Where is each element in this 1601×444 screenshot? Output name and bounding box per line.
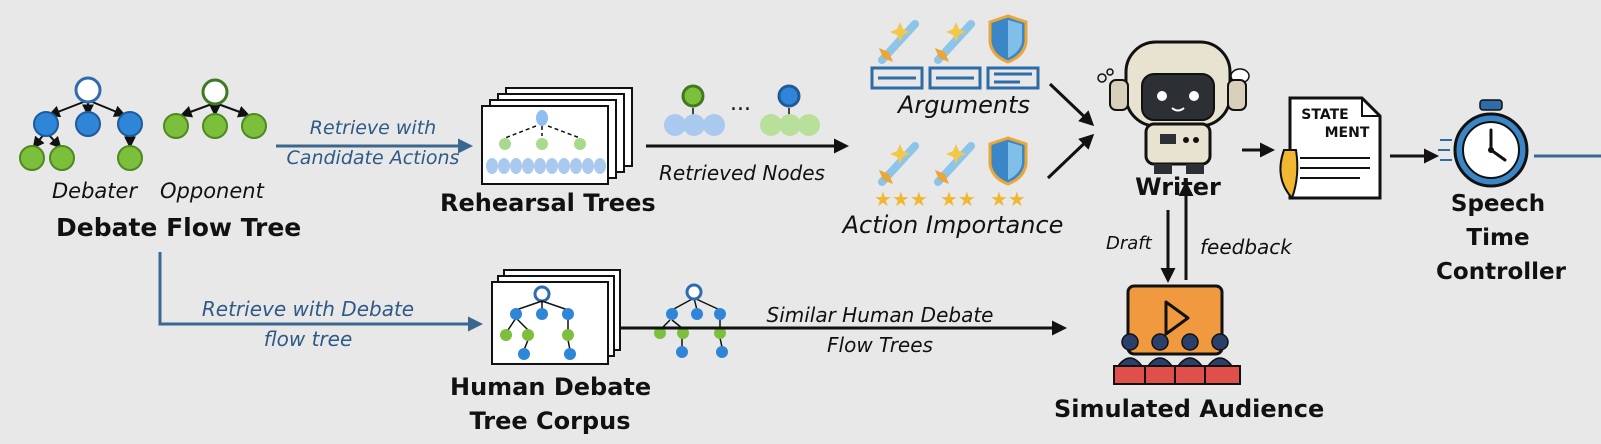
retrieved-nodes-icon xyxy=(664,84,820,136)
retrieve-candidate-label-2: Candidate Actions xyxy=(286,147,460,169)
human-corpus-title-1: Human Debate xyxy=(450,373,652,401)
arguments-icons xyxy=(870,14,1040,90)
ellipsis-label: ... xyxy=(730,91,751,116)
svg-text:★★★: ★★★ xyxy=(874,187,928,211)
arguments-to-writer-arrow xyxy=(1048,82,1095,127)
shield-icon xyxy=(988,136,1028,186)
similar-tree-icon xyxy=(654,283,728,358)
arguments-label: Arguments xyxy=(898,91,1030,119)
rehearsal-trees-icon xyxy=(481,87,633,185)
statement-label-1: STATE xyxy=(1301,107,1349,123)
retrieve-debate-label-2: flow tree xyxy=(263,327,353,351)
simulated-audience-title: Simulated Audience xyxy=(1054,395,1325,423)
human-corpus-icon xyxy=(491,269,621,365)
svg-text:★★: ★★ xyxy=(940,187,976,211)
shield-icon xyxy=(988,14,1028,64)
similar-trees-label-1: Similar Human Debate xyxy=(766,303,994,327)
opponent-tree xyxy=(163,78,267,139)
speech-label-2: Time xyxy=(1466,225,1530,251)
star-icon: ★★★ ★★ ★★ xyxy=(874,187,1026,211)
feedback-label: feedback xyxy=(1200,235,1292,259)
sword-icon xyxy=(934,142,975,186)
similar-trees-label-2: Flow Trees xyxy=(827,333,933,357)
sword-icon xyxy=(878,142,919,186)
retrieve-candidate-label-1: Retrieve with xyxy=(309,117,437,139)
statement-label-2: MENT xyxy=(1324,125,1370,141)
robot-icon xyxy=(1097,40,1250,174)
sword-icon xyxy=(878,20,919,64)
audience-icon xyxy=(1113,284,1241,385)
quill-icon xyxy=(1279,149,1299,200)
opponent-label: Opponent xyxy=(160,179,264,203)
action-importance-icons: ★★★ ★★ ★★ xyxy=(874,136,1028,211)
debate-flow-tree-title: Debate Flow Tree xyxy=(56,213,302,242)
debater-label: Debater xyxy=(52,179,138,203)
retrieve-debate-label-1: Retrieve with Debate xyxy=(201,297,415,321)
rehearsal-trees-title: Rehearsal Trees xyxy=(440,189,656,217)
retrieve-debate-arrow xyxy=(158,252,483,332)
debater-tree xyxy=(19,76,143,171)
writer-title: Writer xyxy=(1135,173,1221,201)
human-corpus-title-2: Tree Corpus xyxy=(469,407,631,435)
sword-icon xyxy=(934,20,975,64)
speech-label-1: Speech xyxy=(1450,191,1546,217)
play-icon xyxy=(1164,300,1190,336)
speech-label-3: Controller xyxy=(1436,259,1566,285)
retrieved-nodes-label: Retrieved Nodes xyxy=(659,161,825,185)
svg-text:★★: ★★ xyxy=(990,187,1026,211)
importance-to-writer-arrow xyxy=(1046,133,1095,180)
stopwatch-icon xyxy=(1438,99,1529,188)
action-importance-label: Action Importance xyxy=(842,211,1064,239)
draft-label: Draft xyxy=(1106,233,1152,254)
